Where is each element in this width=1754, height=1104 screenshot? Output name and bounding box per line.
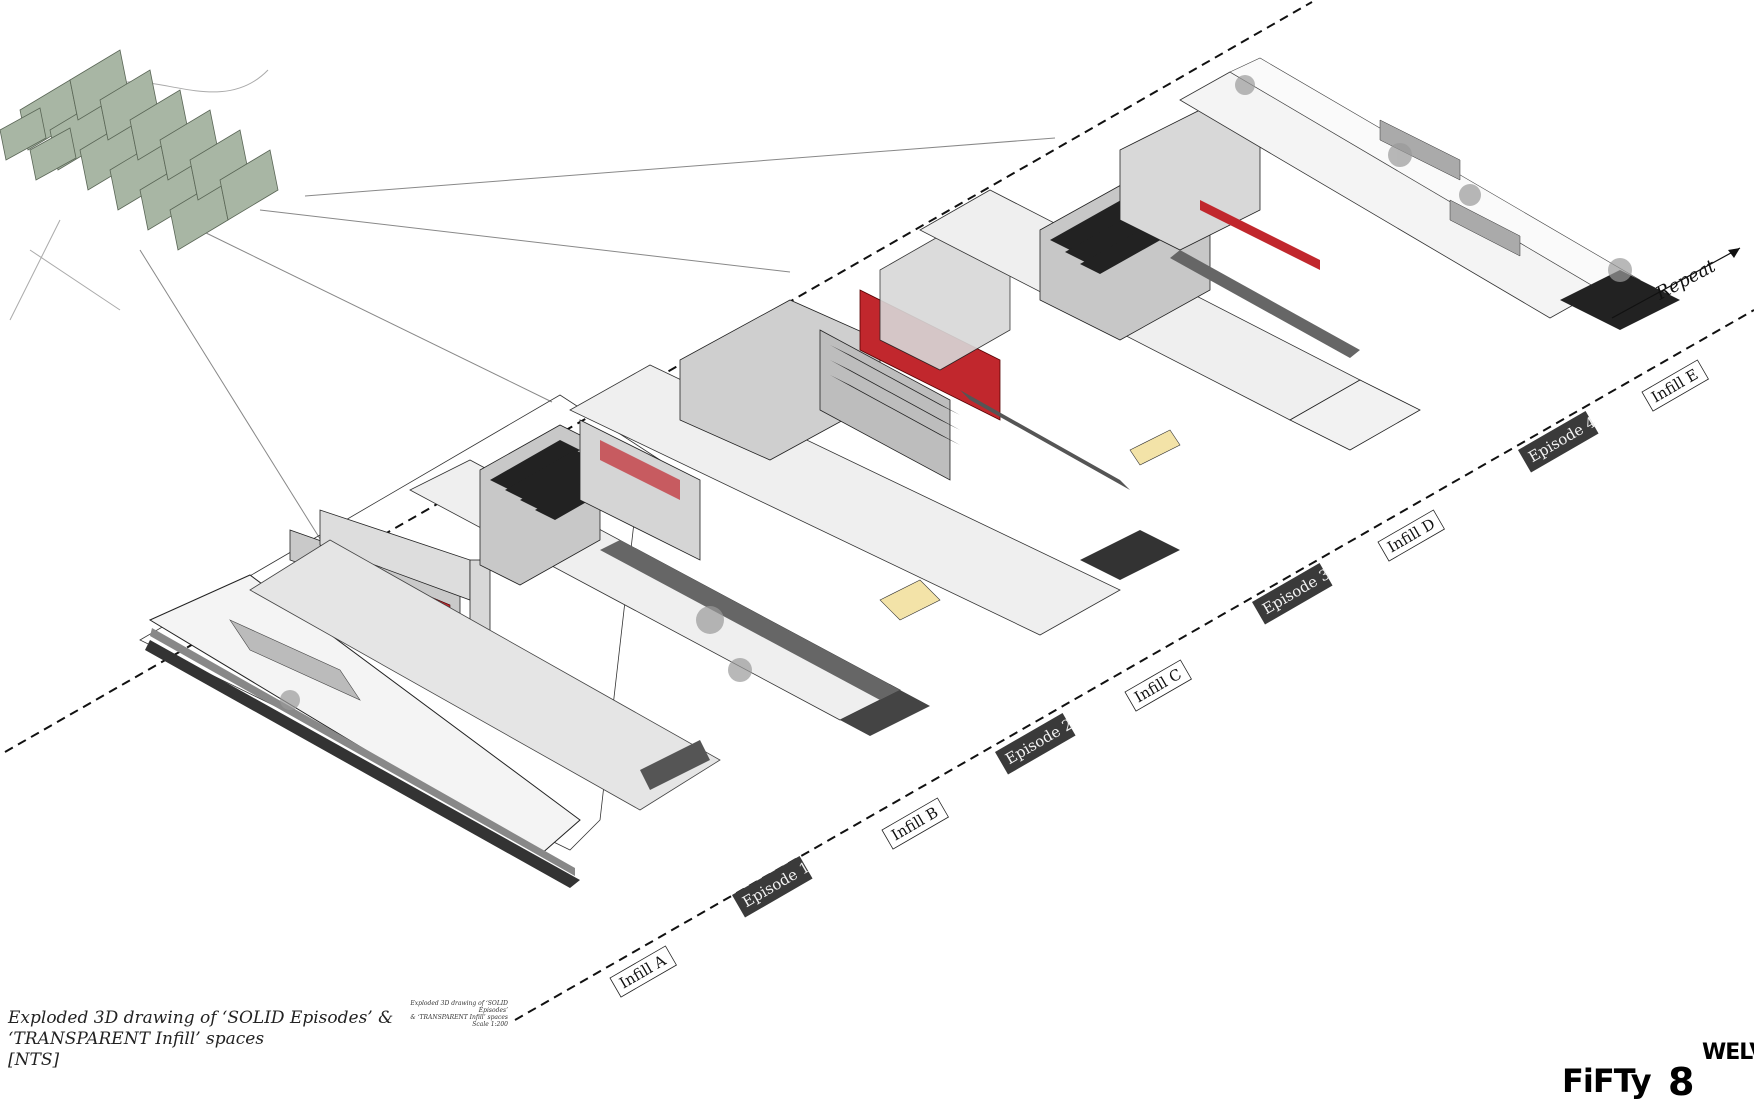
track-band-2 <box>409 419 941 736</box>
leader-lines <box>9 69 1056 543</box>
logo-main: FiFTy <box>1562 1062 1652 1100</box>
infill-b-tag: Infill B <box>881 797 949 850</box>
scale-note-line-3: Scale 1:200 <box>472 1021 508 1028</box>
infill-c-tag: Infill C <box>1124 659 1192 712</box>
scale-note-line-1: Exploded 3D drawing of ‘SOLID Episodes’ <box>410 1000 508 1014</box>
logo-superscript: WELVe <box>1702 1040 1754 1065</box>
repeat-label: Repeat <box>1652 255 1720 305</box>
logo-number: 8 <box>1668 1060 1695 1104</box>
caption-line-2: ‘TRANSPARENT Infill’ spaces <box>8 1029 265 1049</box>
exploded-component-sketch <box>0 49 279 251</box>
track-band-5 <box>1179 57 1680 330</box>
track-band-1 <box>139 394 721 888</box>
caption-line-1: Exploded 3D drawing of ‘SOLID Episodes’ … <box>8 1008 394 1028</box>
drawing-scale-note: Exploded 3D drawing of ‘SOLID Episodes’ … <box>388 1000 508 1028</box>
track-band-4 <box>919 109 1421 451</box>
drawing-caption: Exploded 3D drawing of ‘SOLID Episodes’ … <box>8 1008 393 1071</box>
episode-3-tag: Episode 3 <box>1252 563 1333 625</box>
track-band-3 <box>569 229 1181 636</box>
caption-line-3: [NTS] <box>8 1050 60 1070</box>
infill-a-tag: Infill A <box>609 945 677 998</box>
vegetation <box>280 75 1632 710</box>
episode-4-tag: Episode 4 <box>1518 411 1599 473</box>
scale-note-line-2: & ‘TRANSPARENT Infill’ spaces <box>410 1014 508 1021</box>
episode-1-tag: Episode 1 <box>732 856 813 918</box>
infill-d-tag: Infill D <box>1377 509 1445 562</box>
